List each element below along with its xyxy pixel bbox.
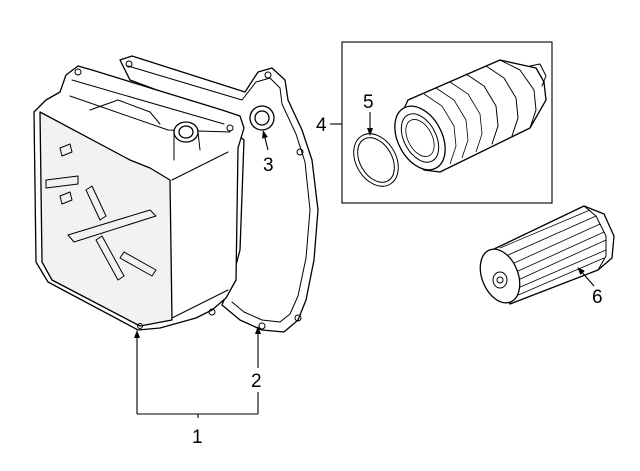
filter-element — [479, 205, 615, 305]
callout-2: 2 — [251, 371, 262, 392]
callout-5: 5 — [363, 92, 374, 113]
leader-6 — [577, 266, 595, 287]
o-ring — [353, 133, 399, 187]
leader-1 — [137, 334, 258, 418]
oil-pan — [33, 65, 245, 331]
filter-housing — [394, 59, 547, 173]
callout-1: 1 — [192, 427, 203, 448]
drain-plug-seal — [249, 105, 275, 131]
gasket — [119, 55, 319, 333]
callout-4: 4 — [316, 115, 327, 136]
leader-3 — [262, 130, 269, 151]
leader-lines — [137, 112, 595, 418]
callout-3: 3 — [263, 155, 274, 176]
callout-6: 6 — [592, 287, 603, 308]
filter-housing-box — [341, 41, 553, 204]
